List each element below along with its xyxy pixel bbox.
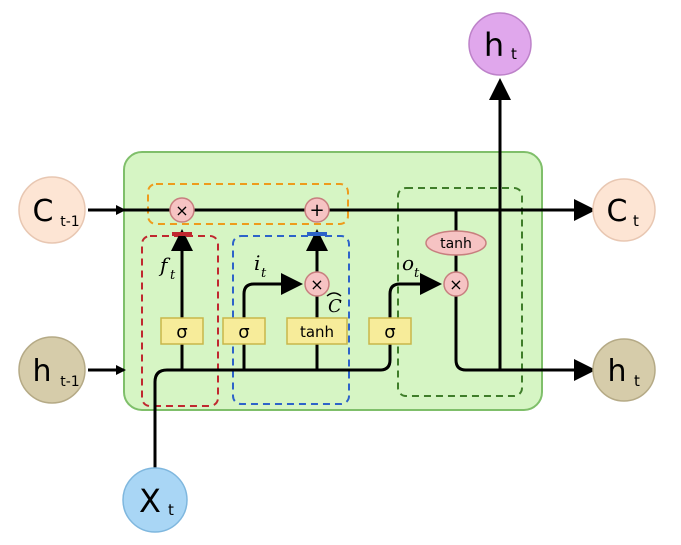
c-output-node: C t: [592, 178, 656, 242]
svg-text:t: t: [261, 266, 267, 281]
svg-text:h: h: [607, 354, 626, 389]
svg-text:σ: σ: [384, 322, 395, 343]
svg-text:t-1: t-1: [60, 214, 79, 230]
lstm-cell: [123, 151, 543, 411]
svg-text:t: t: [168, 501, 174, 519]
candidate-label: C: [326, 292, 342, 317]
svg-text:X: X: [139, 482, 161, 520]
h-top-output-node: h t: [468, 12, 532, 76]
svg-text:h: h: [32, 354, 51, 389]
c-prev-node: C t-1: [18, 176, 86, 244]
svg-text:×: ×: [449, 275, 462, 294]
svg-text:+: +: [309, 200, 324, 221]
svg-text:tanh: tanh: [300, 323, 334, 341]
svg-text:t: t: [634, 372, 640, 390]
output-multiply-op: ×: [443, 271, 469, 297]
svg-text:C: C: [607, 194, 628, 229]
svg-text:h: h: [484, 26, 504, 64]
output-sigmoid-layer: σ: [368, 317, 412, 345]
svg-text:×: ×: [175, 201, 188, 220]
h-output-node: h t: [592, 338, 656, 402]
input-arrow-tip: [307, 232, 327, 236]
x-input-node: X t: [122, 467, 188, 533]
cell-update-region: [147, 183, 349, 225]
svg-text:t: t: [414, 266, 420, 281]
svg-text:σ: σ: [238, 322, 249, 343]
forget-sigmoid-layer: σ: [160, 317, 204, 345]
input-multiply-op: ×: [304, 271, 330, 297]
svg-text:t: t: [511, 45, 517, 63]
svg-text:o: o: [402, 251, 414, 275]
svg-text:×: ×: [310, 275, 323, 294]
output-gate-region: [397, 187, 523, 397]
h-prev-node: h t-1: [18, 336, 86, 404]
svg-text:t: t: [170, 268, 176, 283]
cell-add-op: +: [304, 197, 330, 223]
forget-multiply-op: ×: [169, 197, 195, 223]
forget-arrow-tip: [172, 232, 192, 236]
hidden-x-merge-line: [153, 340, 392, 474]
output-gate-label: o t: [402, 251, 420, 281]
input-gate-label: i t: [254, 251, 267, 281]
input-sigmoid-layer: σ: [222, 317, 266, 345]
svg-text:i: i: [254, 251, 260, 275]
candidate-tanh-layer: tanh: [286, 317, 348, 345]
svg-text:t-1: t-1: [60, 374, 79, 390]
hidden-output-line: [454, 296, 596, 381]
svg-text:C: C: [328, 296, 342, 317]
svg-text:σ: σ: [176, 322, 187, 343]
svg-text:t: t: [633, 212, 639, 230]
output-gate-line: [388, 273, 442, 340]
input-gate-line: [242, 273, 303, 370]
svg-text:C: C: [33, 194, 54, 229]
svg-text:tanh: tanh: [440, 236, 472, 252]
output-tanh-op: tanh: [425, 230, 487, 256]
input-gate-region: [232, 235, 350, 405]
